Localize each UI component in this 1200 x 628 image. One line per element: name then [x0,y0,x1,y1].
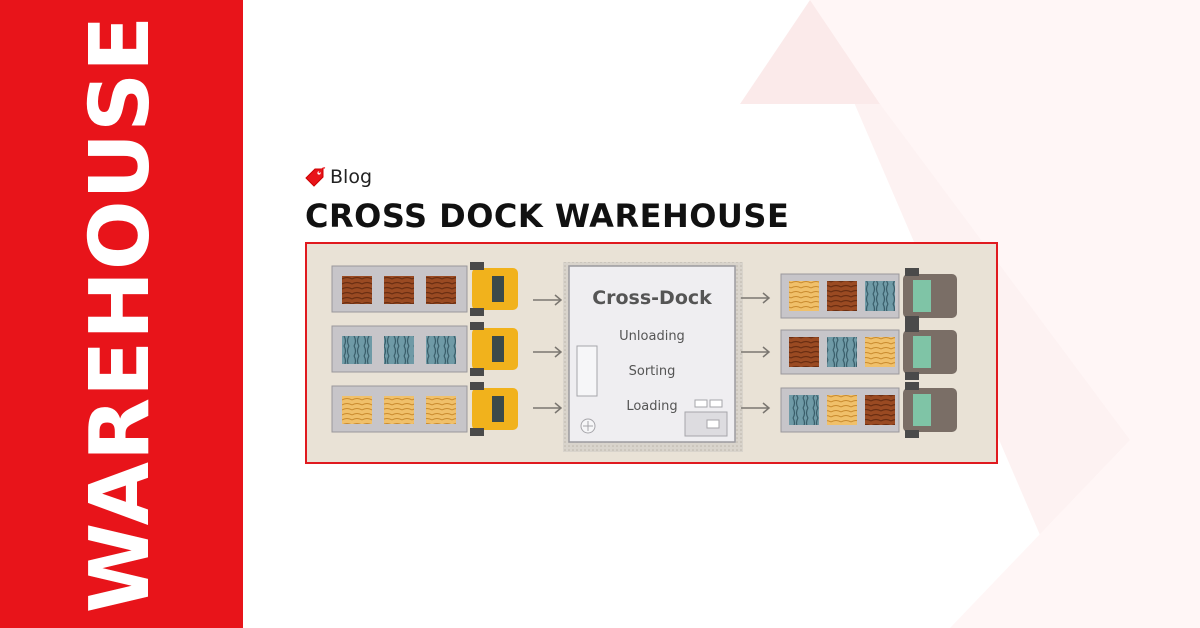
inbound-truck [331,382,518,436]
cross-dock-building: Cross-Dock Unloading Sorting Loading [568,265,736,443]
diagram-canvas: Cross-Dock Unloading Sorting Loading [331,262,957,452]
step-unloading: Unloading [619,329,685,344]
outbound-arrows [741,292,771,414]
step-loading: Loading [626,399,677,414]
side-word-container: WAREHOUSE [0,0,243,628]
cross-dock-diagram: Cross-Dock Unloading Sorting Loading [305,242,998,464]
outbound-truck [780,382,957,438]
inbound-truck [331,322,518,376]
tag-label: Blog [330,166,372,188]
side-band [0,0,243,628]
blog-tag[interactable]: Blog [303,164,372,190]
step-sorting: Sorting [629,364,676,379]
inbound-arrows [533,294,563,414]
inbound-truck [331,262,518,316]
page-title: CROSS DOCK WAREHOUSE [305,197,790,235]
tag-icon [305,167,326,187]
side-word: WAREHOUSE [73,14,169,614]
cross-dock-title: Cross-Dock [592,287,712,309]
outbound-truck [780,268,957,324]
outbound-truck [780,324,957,380]
